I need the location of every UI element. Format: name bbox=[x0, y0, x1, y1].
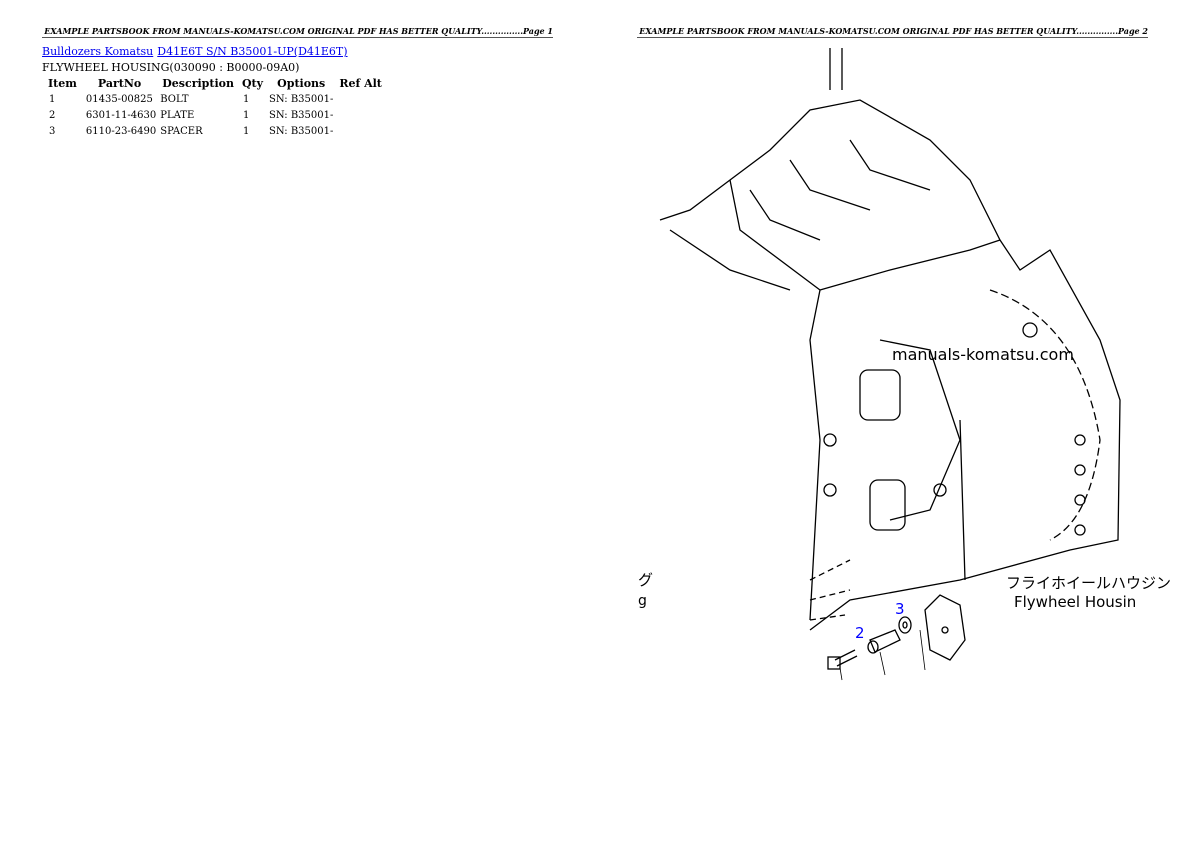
watermark: manuals-komatsu.com bbox=[892, 345, 1074, 364]
col-item: Item bbox=[48, 77, 77, 90]
cell-partno: 6110-23-6490 bbox=[85, 125, 157, 137]
cell-qty: 1 bbox=[242, 125, 250, 137]
cell-item: 2 bbox=[49, 109, 56, 121]
table-header: Item PartNo Description Qty Options Ref … bbox=[44, 76, 386, 91]
col-description: Description bbox=[162, 77, 234, 90]
bolt-part bbox=[827, 649, 858, 670]
label-en: Flywheel Housin bbox=[1014, 593, 1136, 611]
col-qty: Qty bbox=[241, 77, 264, 90]
callout-3: 3 bbox=[895, 600, 905, 618]
partial-label-jp: グ bbox=[638, 571, 653, 589]
spacer-part bbox=[898, 616, 912, 634]
cell-item: 1 bbox=[49, 93, 56, 105]
plate-part bbox=[867, 629, 901, 654]
flywheel-housing-plate bbox=[924, 594, 966, 661]
cell-qty: 1 bbox=[242, 109, 250, 121]
cell-refalt bbox=[335, 91, 386, 107]
cell-partno: 01435-00825 bbox=[85, 93, 153, 105]
label-jp: フライホイールハウジン bbox=[1006, 574, 1170, 592]
page1-header: EXAMPLE PARTSBOOK FROM MANUALS-KOMATSU.C… bbox=[42, 26, 553, 38]
link-bulldozers-komatsu[interactable]: Bulldozers Komatsu bbox=[42, 45, 154, 58]
cell-description: SPACER bbox=[160, 125, 203, 137]
page2-header: EXAMPLE PARTSBOOK FROM MANUALS-KOMATSU.C… bbox=[637, 26, 1148, 38]
cell-description: PLATE bbox=[160, 109, 195, 121]
cell-refalt bbox=[335, 123, 386, 139]
callout-2: 2 bbox=[855, 624, 865, 642]
parts-table: Item PartNo Description Qty Options Ref … bbox=[44, 76, 386, 139]
cell-options: SN: B35001- bbox=[269, 125, 334, 137]
link-model[interactable]: D41E6T S/N B35001-UP(D41E6T) bbox=[157, 45, 348, 58]
table-row: 1 01435-00825 BOLT 1 SN: B35001- bbox=[44, 91, 386, 107]
cell-options: SN: B35001- bbox=[269, 109, 334, 121]
cell-refalt bbox=[335, 107, 386, 123]
cell-description: BOLT bbox=[160, 93, 189, 105]
engine-block-outline bbox=[659, 48, 1121, 631]
section-title: FLYWHEEL HOUSING(030090 : B0000-09A0) bbox=[42, 61, 300, 74]
cell-partno: 6301-11-4630 bbox=[85, 109, 157, 121]
exploded-parts-drawing: manuals-komatsu.com フライホイールハウジン Flywheel… bbox=[638, 48, 1170, 681]
cell-item: 3 bbox=[49, 125, 56, 137]
col-refalt: Ref Alt bbox=[339, 77, 382, 90]
col-partno: PartNo bbox=[97, 77, 142, 90]
cell-options: SN: B35001- bbox=[269, 93, 334, 105]
partial-label-en: g bbox=[638, 593, 647, 609]
cell-qty: 1 bbox=[242, 93, 250, 105]
col-options: Options bbox=[277, 77, 326, 90]
